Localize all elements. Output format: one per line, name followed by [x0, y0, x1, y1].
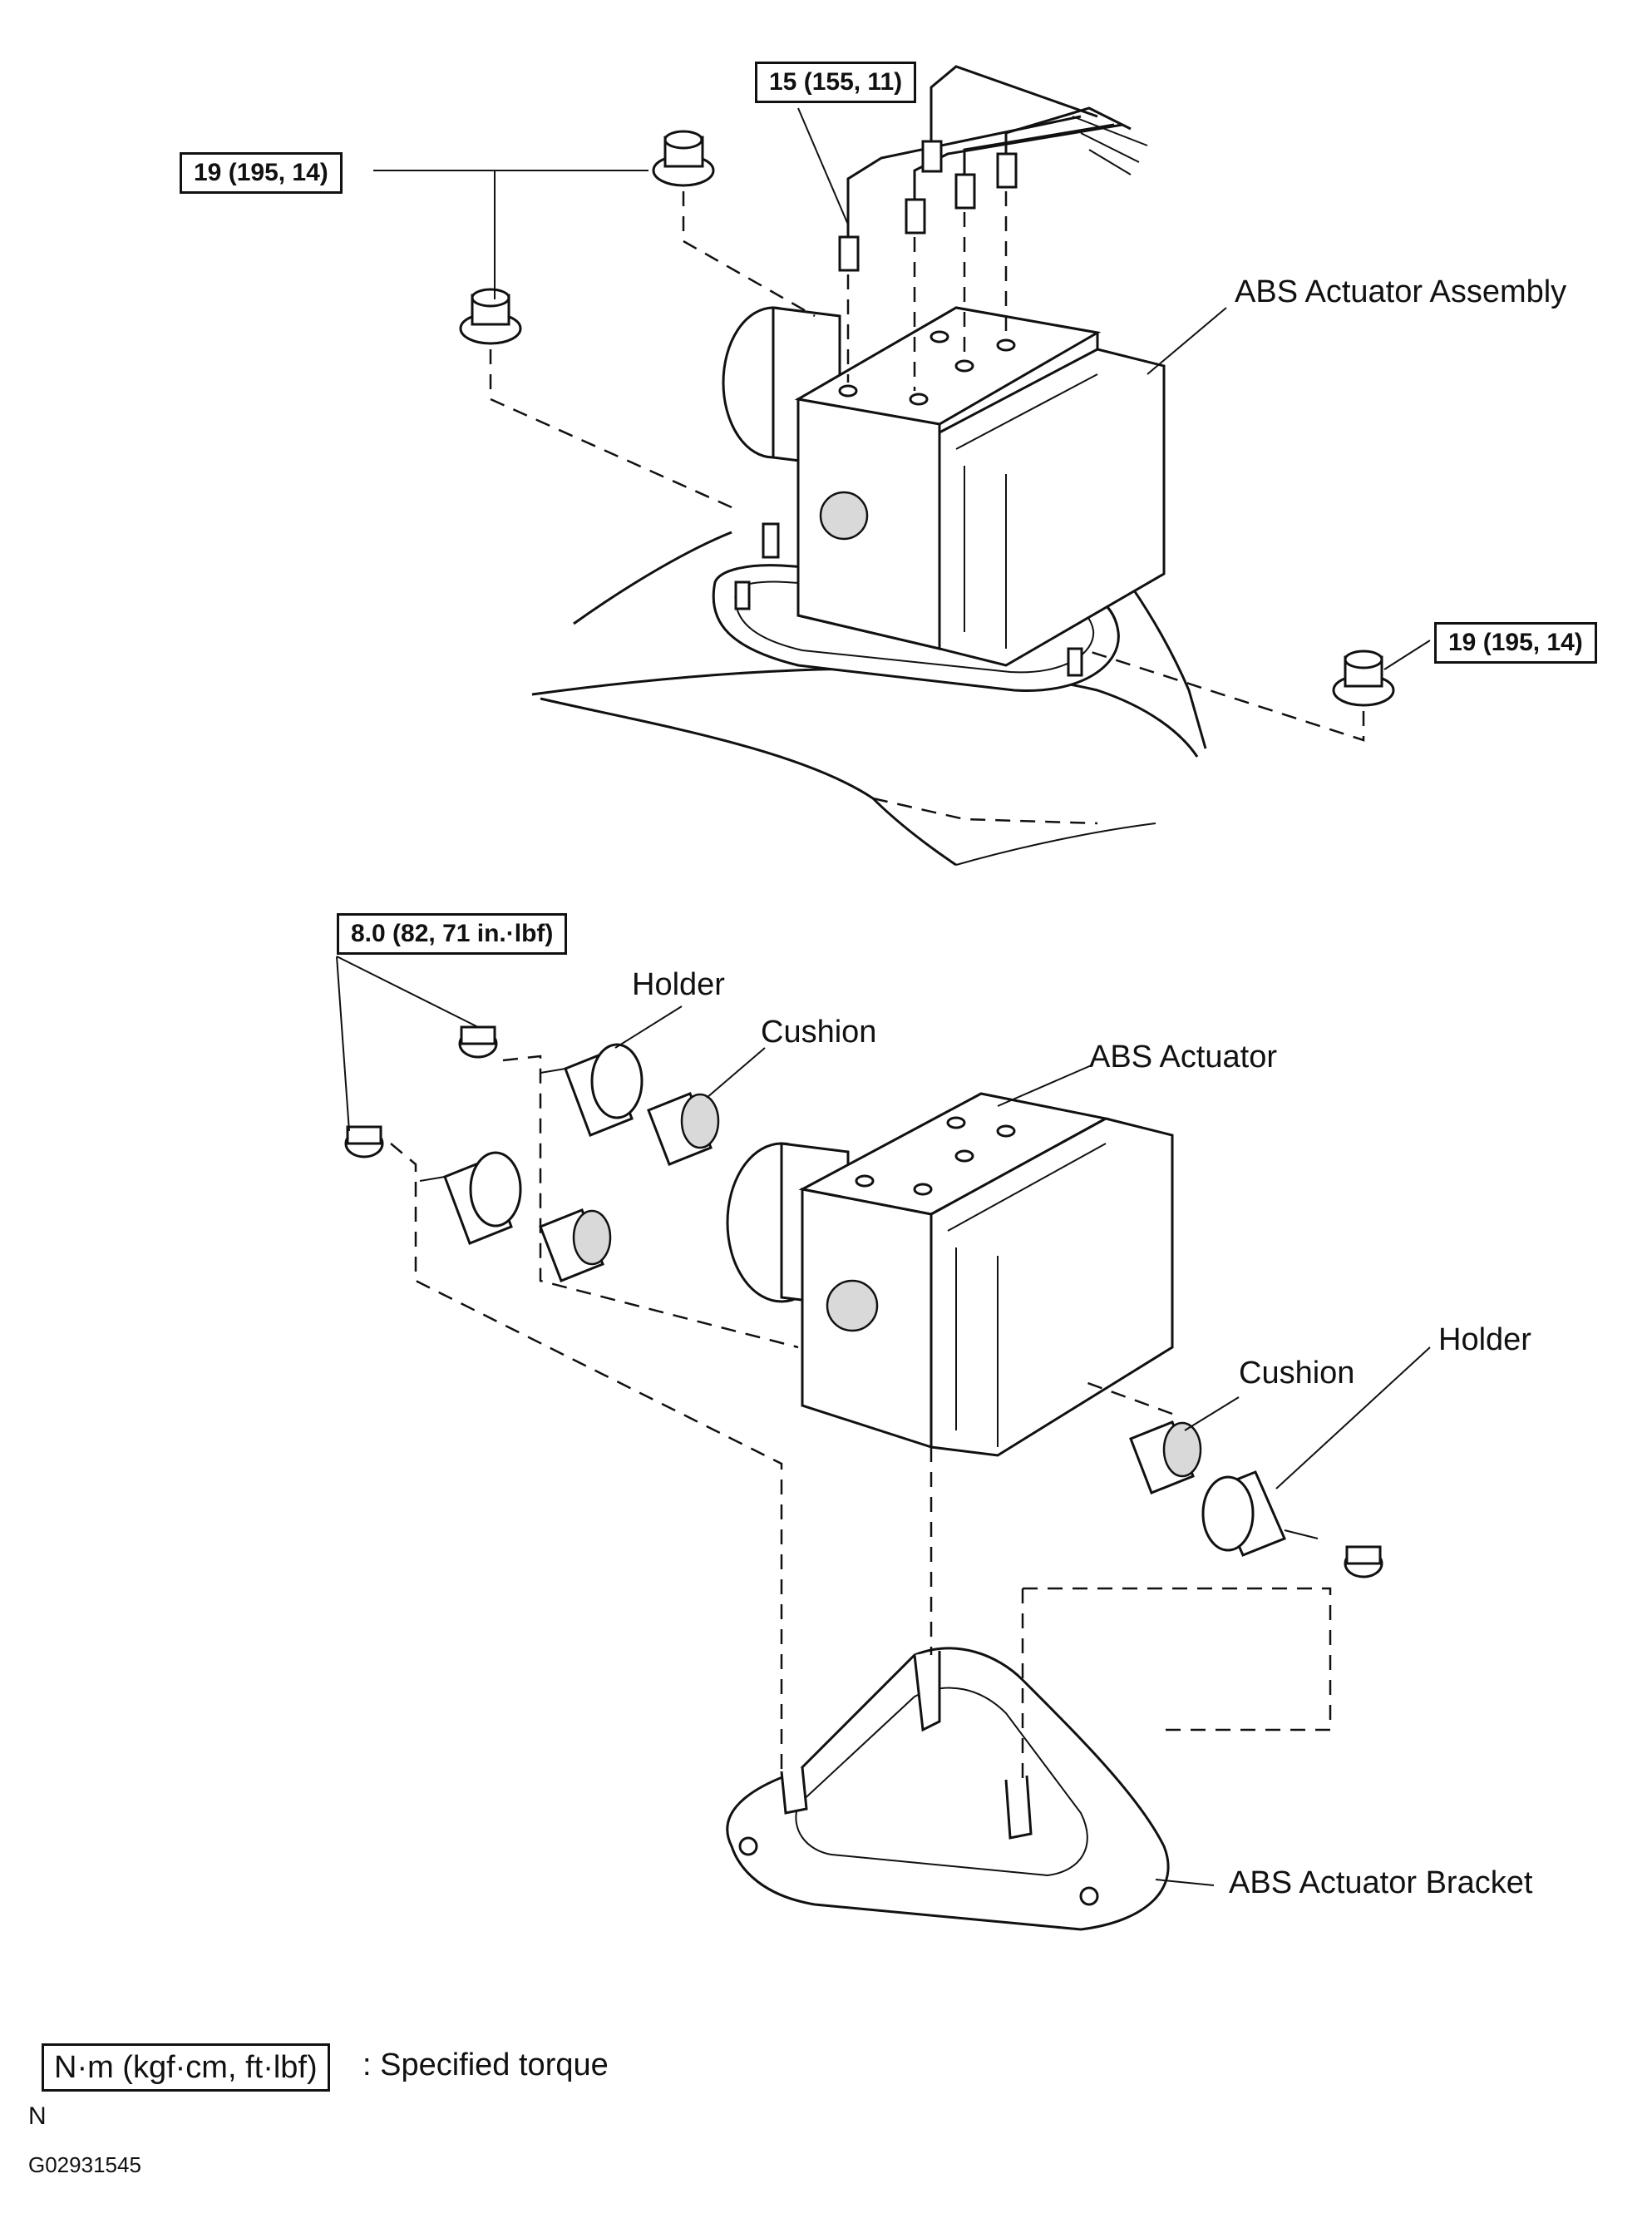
- abs-actuator-bracket: [726, 1647, 1170, 1931]
- nut1-path: [682, 191, 816, 318]
- torque-spec-bracket-nuts: 8.0 (82, 71 in.·lbf): [337, 913, 568, 955]
- abs-actuator-lower: [726, 1092, 1174, 1457]
- torque-spec-right-nut: 19 (195, 14): [1434, 622, 1597, 664]
- cushion-left-upper: [647, 1092, 720, 1166]
- torque-spec-upper-nuts: 19 (195, 14): [180, 152, 343, 194]
- brake-tubes: [838, 65, 1148, 272]
- label-cushion-right: Cushion: [1239, 1356, 1355, 1391]
- legend-description: : Specified torque: [362, 2048, 609, 2082]
- leader-brake-tube: [797, 107, 849, 225]
- code-letter: N: [28, 2102, 47, 2130]
- leader-holder-right: [1275, 1346, 1431, 1489]
- flange-nut-upper-1: [652, 130, 715, 187]
- abs-actuator-assembly-upper: [722, 306, 1166, 677]
- leader-abs-actuator: [997, 1064, 1094, 1107]
- label-cushion-left: Cushion: [761, 1015, 877, 1050]
- holder-left-upper: [540, 1043, 644, 1137]
- flange-nut-upper-2: [459, 288, 522, 345]
- leader-bracket-nuts: [336, 956, 479, 1132]
- label-abs-actuator-bracket: ABS Actuator Bracket: [1229, 1865, 1533, 1900]
- cushion-left-lower: [539, 1208, 612, 1282]
- label-holder-right: Holder: [1438, 1322, 1531, 1357]
- leader-cushion-right: [1184, 1396, 1240, 1431]
- nut3-path: [1080, 647, 1365, 742]
- bracket-nut-3: [1344, 1545, 1383, 1578]
- flange-nut-right: [1332, 650, 1395, 707]
- torque-spec-brake-tube: 15 (155, 11): [755, 62, 917, 103]
- label-abs-actuator: ABS Actuator: [1089, 1040, 1278, 1074]
- leader-holder-left: [614, 1005, 683, 1049]
- bracket-nut-2: [344, 1125, 384, 1158]
- leader-cushion-left: [706, 1047, 766, 1099]
- label-abs-actuator-assembly: ABS Actuator Assembly: [1235, 274, 1567, 309]
- label-holder-left: Holder: [632, 967, 725, 1002]
- holder-left-lower: [419, 1151, 522, 1245]
- holder-right: [1201, 1470, 1319, 1557]
- legend-unit-box: N·m (kgf·cm, ft·lbf): [42, 2043, 330, 2092]
- bracket-nut-1: [458, 1025, 498, 1059]
- leader-bracket: [1155, 1879, 1215, 1886]
- lower-dash-lines: [390, 1055, 1332, 1780]
- leader-actuator-assembly: [1147, 307, 1227, 375]
- nut2-path: [489, 349, 732, 509]
- cushion-right: [1129, 1420, 1202, 1494]
- leader-right-nut: [1383, 640, 1431, 670]
- brake-tube-dash-lines: [846, 191, 1008, 391]
- figure-id: G02931545: [28, 2152, 141, 2177]
